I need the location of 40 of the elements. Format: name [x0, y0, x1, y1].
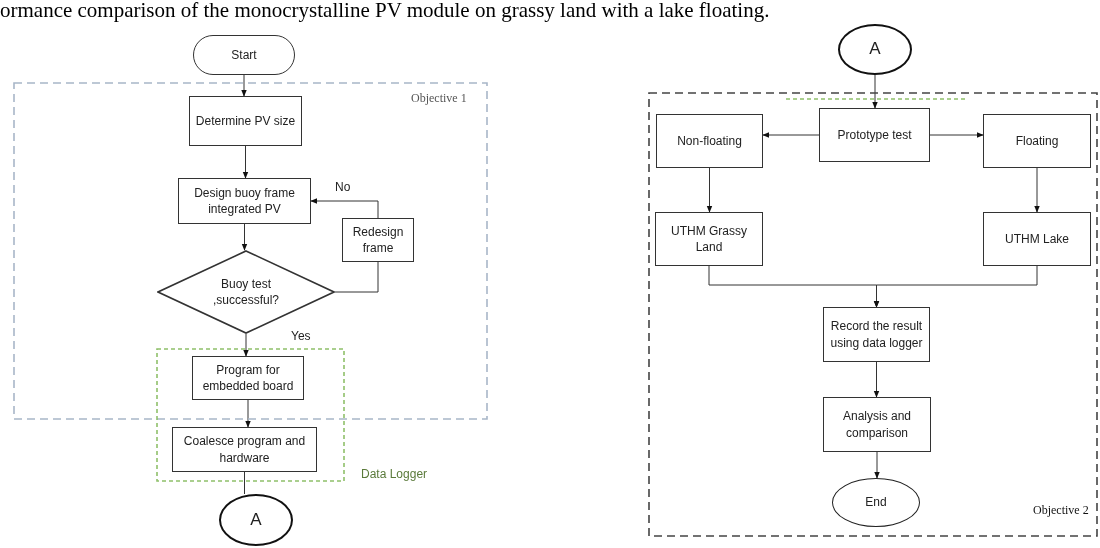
connector-circle: A [838, 24, 912, 75]
process-box: Determine PV size [189, 96, 302, 146]
process-box: Program for embedded board [192, 356, 304, 400]
arrow [762, 132, 820, 138]
arrow [873, 265, 1038, 308]
process-box: UTHM Lake [983, 212, 1091, 266]
connector-line [244, 471, 245, 495]
arrow [241, 223, 248, 251]
objective-group-frame [13, 82, 488, 420]
arrow [241, 74, 247, 97]
process-box: Analysis and comparison [823, 397, 931, 452]
arrow [242, 145, 249, 179]
edge-label: Yes [290, 329, 312, 343]
arrow [243, 333, 249, 357]
connector-line [334, 261, 379, 293]
process-box: Design buoy frame integrated PV [178, 178, 311, 224]
objective-group-frame [648, 92, 1098, 537]
terminator-ellipse: End [832, 478, 920, 527]
process-box: Prototype test [819, 108, 930, 162]
arrow [929, 132, 984, 138]
group-label: Objective 1 [411, 90, 467, 107]
caption-text: ormance comparison of the monocrystalline PV module on grassy land with a lake floating. [0, 0, 770, 21]
group-label: Objective 2 [1033, 502, 1089, 519]
process-box: Record the result using data logger [823, 307, 930, 362]
arrow [1034, 167, 1040, 213]
arrow [874, 451, 880, 479]
arrow [873, 361, 880, 398]
process-box: Redesign frame [342, 218, 414, 262]
process-box: Floating [983, 114, 1091, 168]
terminator: Start [193, 35, 295, 75]
process-box: Coalesce program and hardware [172, 427, 317, 472]
arrow [706, 167, 713, 213]
arrow [245, 399, 251, 428]
connector-circle: A [219, 494, 293, 546]
group-label: Data Logger [361, 466, 428, 483]
arrow [872, 74, 878, 109]
process-box: Non-floating [656, 114, 763, 168]
arrow [310, 198, 379, 219]
process-box: UTHM Grassy Land [655, 212, 763, 266]
edge-label: No [334, 180, 352, 194]
